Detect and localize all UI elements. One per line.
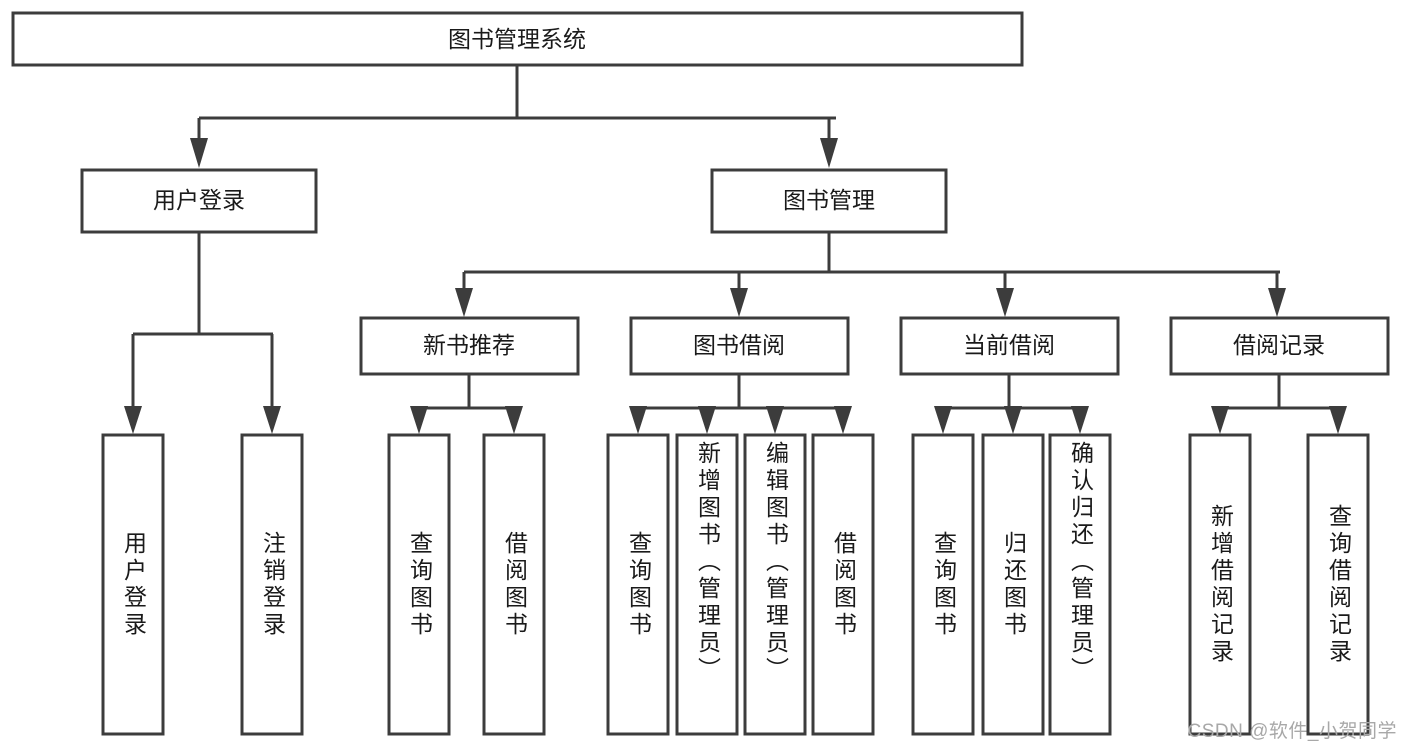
node-borrow-record-label: 借阅记录 <box>1233 332 1325 358</box>
leaf-query-book-3-box[interactable] <box>911 433 975 736</box>
node-root-label: 图书管理系统 <box>448 26 586 52</box>
arrow-head-leaf-user-logout <box>263 406 281 434</box>
arrow-head-current-borrow <box>996 288 1014 317</box>
leaf-query-book-2-box[interactable] <box>606 433 670 736</box>
node-current-borrow[interactable]: 当前借阅 <box>899 316 1120 376</box>
leaf-edit-book-box[interactable] <box>743 433 807 736</box>
connector-new-book-rec-to-leaves <box>410 374 523 434</box>
node-new-book-rec[interactable]: 新书推荐 <box>359 316 580 376</box>
leaf-user-login-box[interactable] <box>101 433 165 736</box>
arrow-head-leaf-query-book-1 <box>410 406 428 434</box>
node-user-login-label: 用户登录 <box>153 187 245 213</box>
arrow-head-leaf-user-login <box>124 406 142 434</box>
node-root-box[interactable] <box>11 11 1024 67</box>
node-book-manage[interactable]: 图书管理 <box>710 168 948 234</box>
arrow-head-book-borrow <box>730 288 748 317</box>
arrow-head-leaf-borrow-book-1 <box>505 406 523 434</box>
node-book-borrow-box[interactable] <box>629 316 850 376</box>
csdn-watermark: CSDN @软件_小贺同学 <box>1187 721 1397 742</box>
node-user-login[interactable]: 用户登录 <box>80 168 318 234</box>
leaf-add-record-box[interactable] <box>1188 433 1252 736</box>
arrow-head-leaf-return-book <box>1004 406 1022 434</box>
connector-book-manage-to-level3 <box>455 232 1286 317</box>
arrow-head-book-manage <box>820 138 838 168</box>
node-root[interactable]: 图书管理系统 <box>11 11 1024 67</box>
leaf-borrow-book-1-box[interactable] <box>482 433 546 736</box>
arrow-head-leaf-query-book-3 <box>934 406 952 434</box>
node-book-borrow[interactable]: 图书借阅 <box>629 316 850 376</box>
arrow-head-leaf-confirm-return <box>1071 406 1089 434</box>
leaf-user-logout-box[interactable] <box>240 433 304 736</box>
arrow-head-leaf-edit-book <box>766 406 784 434</box>
node-new-book-rec-label: 新书推荐 <box>423 332 515 358</box>
arrow-head-leaf-borrow-book-2 <box>834 406 852 434</box>
connector-root-to-level2 <box>190 65 838 168</box>
arrow-head-leaf-query-book-2 <box>629 406 647 434</box>
leaf-return-book-box[interactable] <box>981 433 1045 736</box>
arrow-head-leaf-add-book <box>698 406 716 434</box>
arrow-head-leaf-query-record <box>1329 406 1347 434</box>
node-borrow-record-box[interactable] <box>1169 316 1390 376</box>
node-current-borrow-label: 当前借阅 <box>963 332 1055 358</box>
leaf-add-book-box[interactable] <box>675 433 739 736</box>
connector-borrow-record-to-leaves <box>1211 374 1347 434</box>
node-current-borrow-box[interactable] <box>899 316 1120 376</box>
leaf-confirm-return-box[interactable] <box>1048 433 1112 736</box>
leaf-query-record-box[interactable] <box>1306 433 1370 736</box>
leaf-query-book-1-box[interactable] <box>387 433 451 736</box>
node-book-manage-label: 图书管理 <box>783 187 875 213</box>
leaf-boxes <box>101 433 1370 736</box>
node-book-borrow-label: 图书借阅 <box>693 332 785 358</box>
connector-user-login-to-leaves <box>124 232 281 434</box>
arrow-head-borrow-record <box>1268 288 1286 317</box>
arrow-head-user-login <box>190 138 208 168</box>
leaf-borrow-book-2-box[interactable] <box>811 433 875 736</box>
node-new-book-rec-box[interactable] <box>359 316 580 376</box>
arrow-head-leaf-add-record <box>1211 406 1229 434</box>
node-book-manage-box[interactable] <box>710 168 948 234</box>
arrow-head-new-book-rec <box>455 288 473 317</box>
node-borrow-record[interactable]: 借阅记录 <box>1169 316 1390 376</box>
connector-book-borrow-to-leaves <box>629 374 852 434</box>
connector-current-borrow-to-leaves <box>934 374 1089 434</box>
